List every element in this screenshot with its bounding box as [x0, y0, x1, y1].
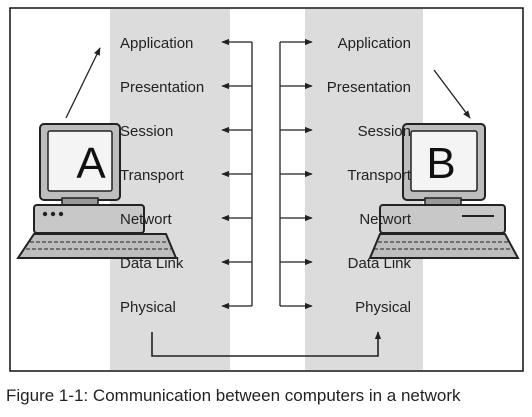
left-layer-presentation: Presentation [120, 79, 204, 96]
right-layer-networt: Networt [359, 211, 412, 228]
left-layer-transport: Transport [120, 167, 184, 184]
arrow-application-to-b [433, 69, 471, 119]
left-layer-networt: Networt [120, 211, 173, 228]
computer-b-icon [368, 123, 520, 259]
right-layer-session: Session [358, 123, 411, 140]
left-layer-arrows [221, 38, 252, 310]
left-layer-session: Session [120, 123, 173, 140]
left-layer-application: Application [120, 35, 193, 52]
right-layer-arrows [280, 38, 313, 310]
right-layer-presentation: Presentation [327, 79, 411, 96]
left-layer-stack: ApplicationPresentationSessionTransportN… [120, 35, 204, 316]
figure-caption: Figure 1-1: Communication between comput… [6, 386, 461, 405]
right-layer-data-link: Data Link [348, 255, 412, 272]
left-layer-physical: Physical [120, 299, 176, 316]
left-stack-band [110, 9, 230, 370]
right-layer-application: Application [338, 35, 411, 52]
arrow-a-to-application [65, 47, 101, 119]
computer-b-label: B [426, 139, 455, 188]
right-layer-stack: ApplicationPresentationSessionTransportN… [327, 35, 412, 316]
computer-a-label: A [76, 139, 106, 188]
osi-diagram: A B ApplicationPresentationSessionTransp… [9, 7, 524, 372]
left-layer-data-link: Data Link [120, 255, 184, 272]
right-layer-transport: Transport [347, 167, 411, 184]
right-layer-physical: Physical [355, 299, 411, 316]
physical-link-arrow [151, 331, 382, 357]
computer-a-icon [16, 123, 178, 259]
